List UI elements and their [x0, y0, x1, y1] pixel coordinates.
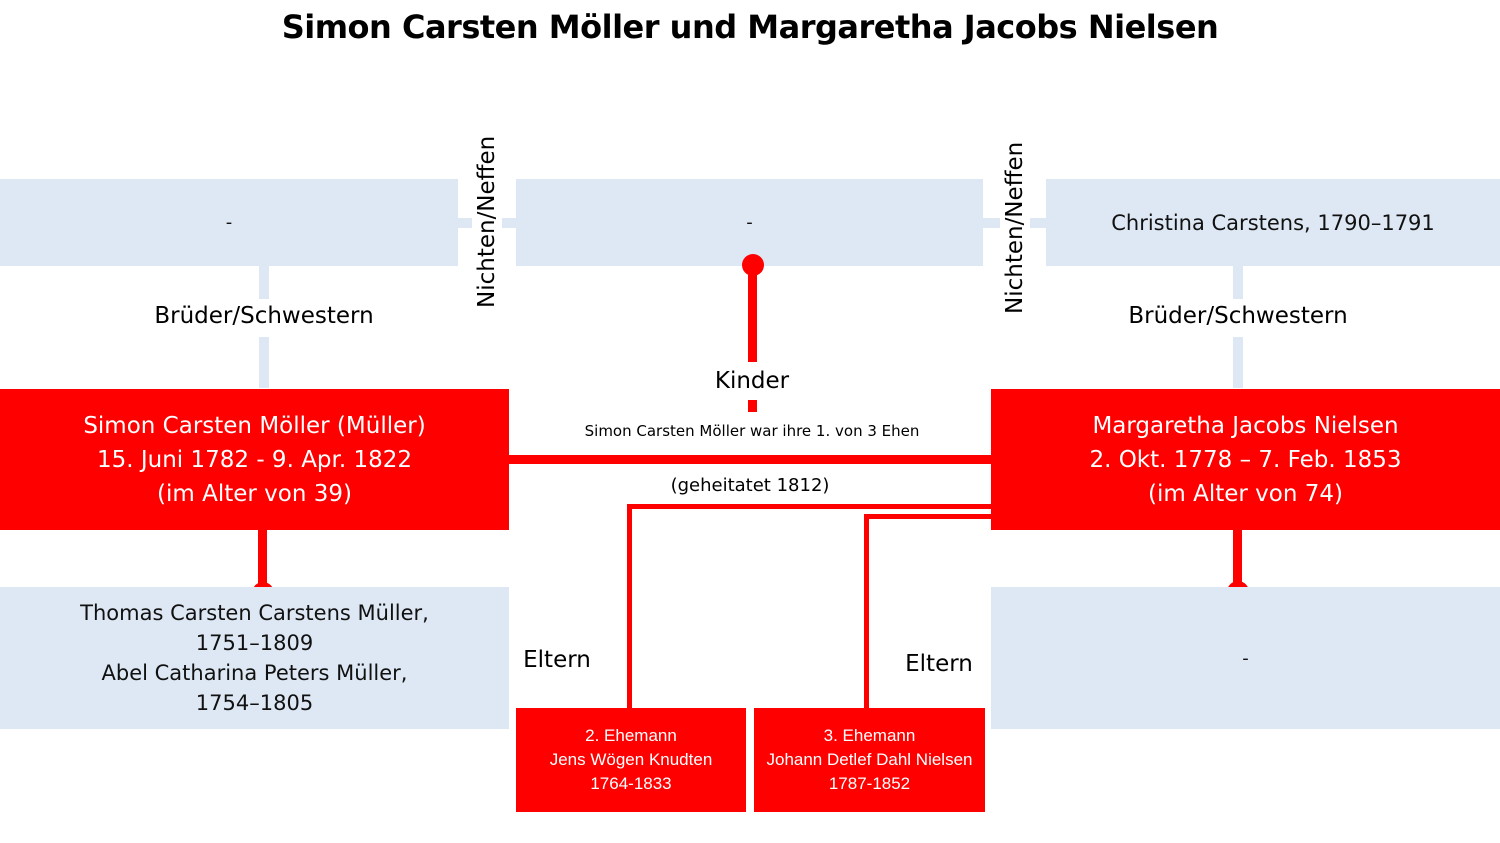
parents-label-left: Eltern — [516, 644, 598, 676]
siblings-label-right: Brüder/Schwestern — [1108, 299, 1368, 337]
husband-3-name: Johann Detlef Dahl Nielsen — [766, 750, 973, 769]
person-box-simon: Simon Carsten Möller (Müller) 15. Juni 1… — [0, 389, 509, 530]
marriage-line-2-v — [627, 504, 632, 709]
children-connector — [748, 262, 757, 412]
page-title: Simon Carsten Möller und Margaretha Jaco… — [281, 8, 1219, 46]
parents-connector-right — [1233, 530, 1242, 590]
marriage-line-3-h — [864, 514, 991, 519]
parents-left-line-2: 1751–1809 — [195, 631, 314, 655]
husband-3-role: 3. Ehemann — [823, 726, 916, 745]
parents-right-value: - — [1242, 647, 1249, 669]
parents-box-right: - — [991, 587, 1500, 729]
niblings-box-left: - — [0, 179, 458, 266]
niblings-left-value: - — [225, 212, 233, 233]
siblings-label-left: Brüder/Schwestern — [134, 299, 394, 337]
parents-label-right: Eltern — [898, 648, 980, 680]
niblings-label-left: Nichten/Neffen — [472, 135, 502, 308]
niblings-right-value: Christina Carstens, 1790–1791 — [1111, 210, 1435, 235]
marriage-date: (geheitatet 1812) — [670, 475, 830, 496]
person-right-age: (im Alter von 74) — [1148, 480, 1343, 507]
parents-connector-left — [258, 530, 267, 590]
children-box: - — [516, 179, 983, 266]
marriage-line-2-h — [627, 504, 991, 509]
person-left-name: Simon Carsten Möller (Müller) — [83, 412, 426, 439]
parents-left-line-4: 1754–1805 — [195, 691, 314, 715]
husband-3-box: 3. Ehemann Johann Detlef Dahl Nielsen 17… — [754, 708, 985, 812]
children-label: Kinder — [690, 362, 814, 400]
marriage-note: Simon Carsten Möller war ihre 1. von 3 E… — [560, 420, 944, 442]
niblings-label-right: Nichten/Neffen — [1000, 141, 1030, 314]
person-left-dates: 15. Juni 1782 - 9. Apr. 1822 — [96, 446, 413, 473]
parents-left-line-3: Abel Catharina Peters Müller, — [101, 661, 408, 685]
person-right-dates: 2. Okt. 1778 – 7. Feb. 1853 — [1089, 446, 1402, 473]
husband-2-name: Jens Wögen Knudten — [549, 750, 713, 769]
marriage-line-3-v — [864, 514, 869, 709]
husband-2-years: 1764-1833 — [590, 774, 672, 793]
niblings-box-right: Christina Carstens, 1790–1791 — [1046, 179, 1500, 266]
parents-left-line-1: Thomas Carsten Carstens Müller, — [80, 601, 429, 625]
children-value: - — [746, 212, 753, 233]
marriage-line — [509, 455, 991, 464]
husband-2-box: 2. Ehemann Jens Wögen Knudten 1764-1833 — [516, 708, 746, 812]
husband-3-years: 1787-1852 — [828, 774, 911, 793]
person-right-name: Margaretha Jacobs Nielsen — [1092, 412, 1399, 439]
person-left-age: (im Alter von 39) — [157, 480, 352, 507]
husband-2-role: 2. Ehemann — [585, 726, 677, 745]
person-box-margaretha: Margaretha Jacobs Nielsen 2. Okt. 1778 –… — [991, 389, 1500, 530]
parents-box-left: Thomas Carsten Carstens Müller, 1751–180… — [0, 587, 509, 729]
